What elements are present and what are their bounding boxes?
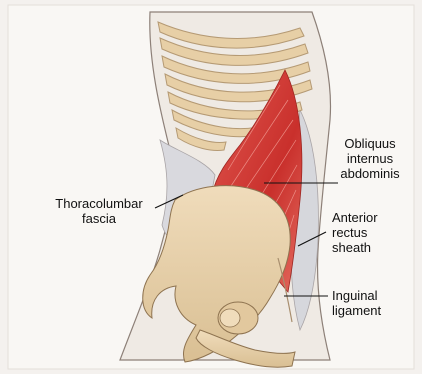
label-inguinal-ligament: Inguinal ligament <box>332 288 412 318</box>
label-line: ligament <box>332 303 412 318</box>
label-thoracolumbar-fascia: Thoracolumbar fascia <box>42 196 156 226</box>
label-line: Anterior <box>332 210 412 225</box>
label-line: sheath <box>332 240 412 255</box>
label-obliquus-internus-abdominis: Obliquus internus abdominis <box>330 136 410 181</box>
label-anterior-rectus-sheath: Anterior rectus sheath <box>332 210 412 255</box>
label-line: rectus <box>332 225 412 240</box>
label-line: abdominis <box>330 166 410 181</box>
label-line: Thoracolumbar <box>42 196 156 211</box>
label-line: Inguinal <box>332 288 412 303</box>
label-line: Obliquus <box>330 136 410 151</box>
label-line: internus <box>330 151 410 166</box>
label-line: fascia <box>42 211 156 226</box>
femoral-head <box>220 309 240 327</box>
